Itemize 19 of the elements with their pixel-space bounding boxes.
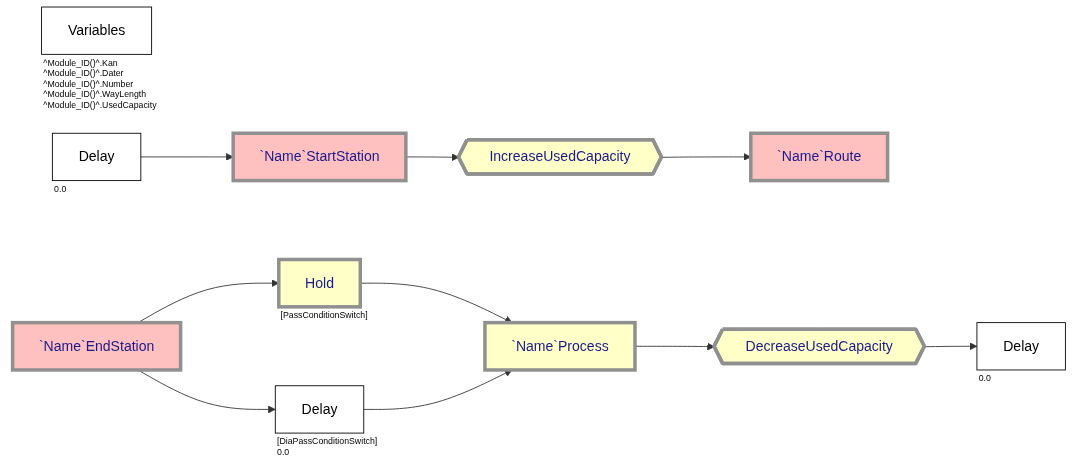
node-box: `Name`Process bbox=[483, 320, 637, 372]
node-box: `Name`Route bbox=[749, 131, 890, 183]
caption-text: ^Module_ID()^.Dater bbox=[43, 68, 124, 79]
caption-text: ^Module_ID()^.UsedCapacity bbox=[43, 99, 157, 110]
node-box: `Name`EndStation bbox=[10, 320, 183, 372]
caption-text: ^Module_ID()^.WayLength bbox=[43, 89, 147, 100]
caption-text: 0.0 bbox=[978, 373, 991, 384]
node-box: Delay bbox=[274, 385, 365, 434]
node-box: Variables bbox=[41, 6, 153, 55]
node-box: Hold bbox=[277, 257, 362, 309]
node-box: Delay bbox=[976, 322, 1066, 371]
caption-text: [DiaPassConditionSwitch] bbox=[277, 436, 378, 447]
caption-text: ^Module_ID()^.Number bbox=[43, 78, 134, 89]
node-box: `Name`StartStation bbox=[231, 131, 408, 183]
caption-text: ^Module_ID()^.Kan bbox=[43, 57, 118, 68]
caption-text: 0.0 bbox=[277, 447, 290, 457]
caption-text: [PassConditionSwitch] bbox=[280, 310, 368, 321]
caption-text: 0.0 bbox=[54, 184, 67, 194]
node-box: Delay bbox=[51, 132, 142, 182]
